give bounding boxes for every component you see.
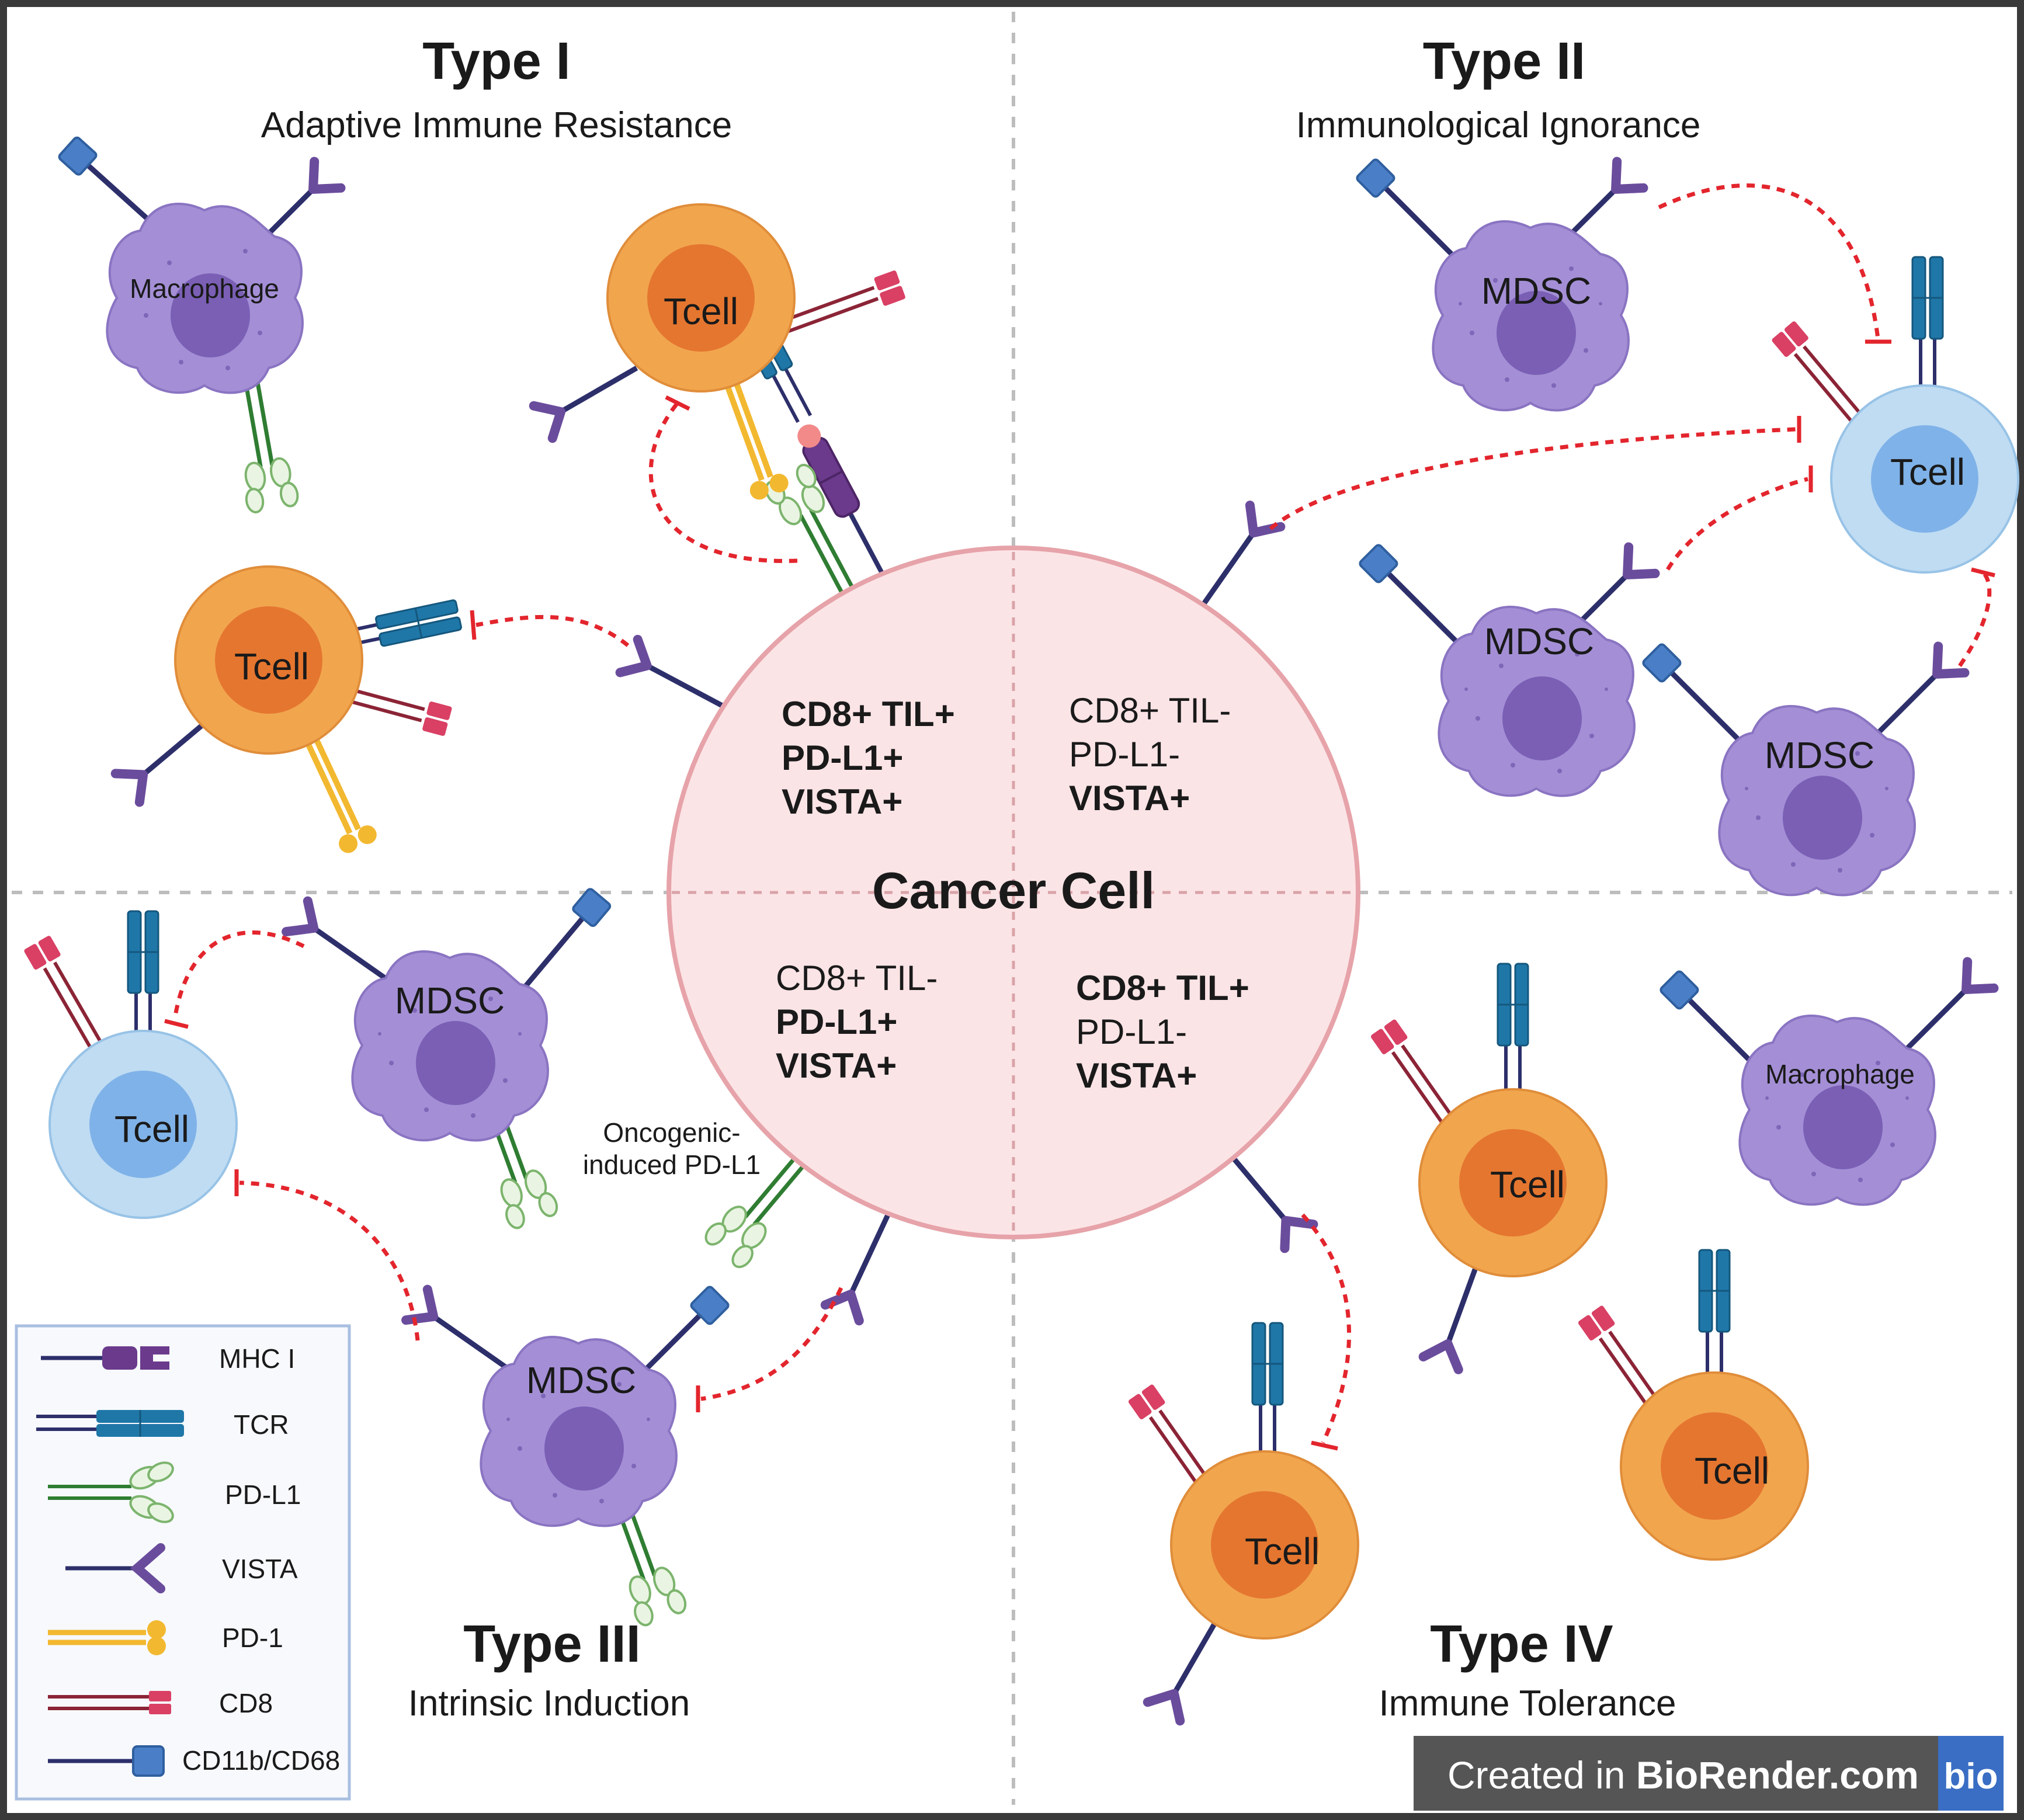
svg-text:VISTA+: VISTA+ bbox=[1076, 1056, 1197, 1095]
type2-inhibit-bars bbox=[1797, 339, 1995, 578]
type2-mdsc-mid: MDSC bbox=[1359, 544, 1655, 797]
type2-tcell: Tcell bbox=[1771, 257, 2019, 574]
type1-inhibit-bars bbox=[470, 395, 690, 640]
cancer-cell-label: Cancer Cell bbox=[872, 862, 1155, 919]
legend: MHC I TCR PD-L1 VISTA bbox=[15, 1324, 351, 1801]
svg-text:CD8+ TIL+: CD8+ TIL+ bbox=[1076, 968, 1249, 1008]
svg-text:Tcell: Tcell bbox=[114, 1108, 189, 1150]
svg-text:MDSC: MDSC bbox=[1484, 620, 1594, 662]
svg-text:VISTA+: VISTA+ bbox=[776, 1046, 897, 1085]
svg-text:PD-L1-: PD-L1- bbox=[1069, 735, 1180, 774]
svg-text:Tcell: Tcell bbox=[234, 645, 309, 687]
banner-prefix: Created in bbox=[1447, 1753, 1636, 1797]
type4-inhibit-bar bbox=[1311, 1440, 1338, 1451]
svg-text:Tcell: Tcell bbox=[1245, 1530, 1320, 1572]
cancer-cell bbox=[666, 546, 1360, 1239]
svg-text:Created in BioRender.com: Created in BioRender.com bbox=[1447, 1753, 1919, 1797]
legend-label-mhc: MHC I bbox=[219, 1343, 295, 1374]
mhc-icon bbox=[41, 1346, 169, 1370]
legend-label-vista: VISTA bbox=[222, 1554, 298, 1584]
type3-title: Type III bbox=[463, 1615, 640, 1673]
type3-mdsc-top: MDSC bbox=[286, 888, 611, 1231]
svg-text:CD8+ TIL+: CD8+ TIL+ bbox=[782, 694, 955, 734]
svg-text:MDSC: MDSC bbox=[526, 1359, 636, 1401]
cancer-q3-markers: CD8+ TIL- PD-L1+ VISTA+ bbox=[776, 958, 938, 1085]
type1-macrophage: Macrophage bbox=[58, 136, 341, 513]
svg-text:MDSC: MDSC bbox=[1481, 270, 1591, 312]
type4-tcell-bottom: Tcell bbox=[1127, 1323, 1359, 1721]
type4-subtitle: Immune Tolerance bbox=[1379, 1683, 1676, 1724]
type2-inhibit-arrows bbox=[1269, 183, 1992, 667]
banner-brand: BioRender.com bbox=[1636, 1753, 1919, 1797]
svg-text:PD-L1-: PD-L1- bbox=[1076, 1012, 1187, 1051]
svg-text:MDSC: MDSC bbox=[1765, 734, 1874, 776]
type3-subtitle: Intrinsic Induction bbox=[408, 1683, 690, 1724]
type3-mdsc-bottom: MDSC bbox=[406, 1286, 730, 1627]
pdl1-icon bbox=[48, 1461, 174, 1523]
svg-text:Macrophage: Macrophage bbox=[130, 273, 279, 304]
svg-text:VISTA+: VISTA+ bbox=[1069, 779, 1190, 818]
type2-mdsc-bottom: MDSC bbox=[1642, 643, 1964, 897]
svg-text:Tcell: Tcell bbox=[1695, 1450, 1769, 1492]
cd11b-icon bbox=[48, 1745, 165, 1777]
cancer-q1-markers: CD8+ TIL+ PD-L1+ VISTA+ bbox=[782, 694, 955, 821]
svg-text:Tcell: Tcell bbox=[664, 290, 738, 332]
svg-text:VISTA+: VISTA+ bbox=[782, 782, 902, 821]
svg-text:Tcell: Tcell bbox=[1890, 451, 1965, 493]
pd1-icon bbox=[48, 1620, 166, 1655]
svg-text:PD-L1+: PD-L1+ bbox=[776, 1002, 897, 1041]
type1-title: Type I bbox=[422, 32, 570, 91]
banner-badge: bio bbox=[1944, 1756, 1998, 1797]
svg-text:Macrophage: Macrophage bbox=[1765, 1059, 1915, 1089]
type4-tcell-right: Tcell bbox=[1577, 1250, 1809, 1561]
legend-label-pdl1: PD-L1 bbox=[225, 1479, 301, 1510]
type4-inhibit-arrow bbox=[1301, 1213, 1351, 1444]
svg-text:CD8+ TIL-: CD8+ TIL- bbox=[1069, 691, 1231, 730]
type1-tcell-left: Tcell bbox=[116, 565, 462, 856]
cd8-icon bbox=[48, 1691, 171, 1714]
type1-tcell-top: Tcell bbox=[534, 203, 906, 502]
vista-icon bbox=[65, 1543, 165, 1593]
biorender-banner: Created in BioRender.com bio bbox=[1414, 1736, 2004, 1811]
type1-inhibit-arrows bbox=[475, 401, 798, 647]
oncogenic-label-2: induced PD-L1 bbox=[583, 1149, 761, 1180]
oncogenic-label-1: Oncogenic- bbox=[603, 1117, 740, 1148]
svg-text:MDSC: MDSC bbox=[395, 980, 505, 1022]
cancer-q2-markers: CD8+ TIL- PD-L1- VISTA+ bbox=[1069, 691, 1231, 818]
type3-tcell: Tcell bbox=[23, 911, 238, 1219]
svg-text:Tcell: Tcell bbox=[1490, 1163, 1565, 1206]
type4-macrophage: Macrophage bbox=[1660, 962, 1994, 1206]
legend-label-tcr: TCR bbox=[234, 1409, 289, 1440]
type2-title: Type II bbox=[1423, 32, 1585, 91]
type3-inhibit-arrows bbox=[173, 930, 843, 1401]
svg-text:PD-L1+: PD-L1+ bbox=[782, 738, 903, 777]
tcr-icon bbox=[36, 1410, 184, 1437]
type4-title: Type IV bbox=[1430, 1615, 1613, 1673]
type2-subtitle: Immunological Ignorance bbox=[1296, 105, 1701, 145]
legend-label-cd8: CD8 bbox=[219, 1688, 273, 1718]
type4-tcell-top: Tcell bbox=[1370, 964, 1608, 1370]
type3-inhibit-bars bbox=[164, 1019, 700, 1412]
cancer-q4-markers: CD8+ TIL+ PD-L1- VISTA+ bbox=[1076, 968, 1249, 1095]
legend-label-cd11b: CD11b/CD68 bbox=[182, 1745, 340, 1776]
svg-text:CD8+ TIL-: CD8+ TIL- bbox=[776, 958, 938, 998]
legend-label-pd1: PD-1 bbox=[222, 1623, 283, 1653]
type1-subtitle: Adaptive Immune Resistance bbox=[261, 105, 732, 145]
type2-mdsc-top: MDSC bbox=[1356, 158, 1643, 412]
